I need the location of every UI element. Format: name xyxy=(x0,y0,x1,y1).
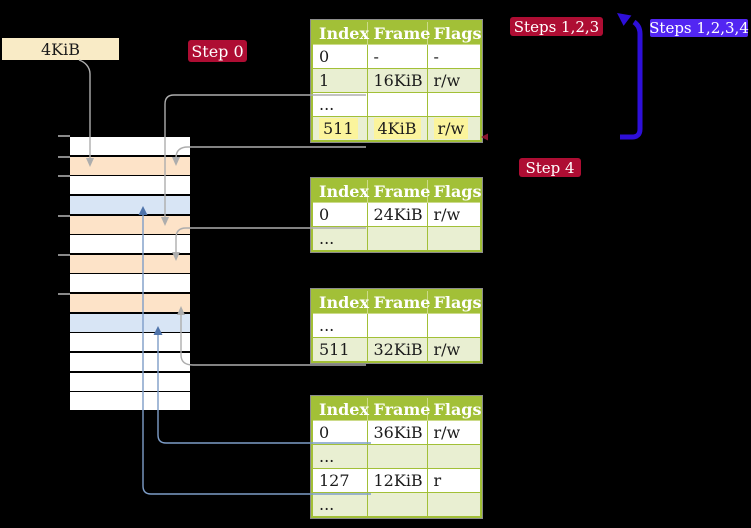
table-cell xyxy=(366,492,428,518)
table-row: ... xyxy=(311,226,482,252)
address-tick xyxy=(58,215,70,217)
column-header-index: Index xyxy=(311,20,369,45)
table-cell: 0 xyxy=(311,202,368,227)
table-cell xyxy=(426,92,482,117)
table-cell: r/w xyxy=(426,116,482,142)
column-header-index: Index xyxy=(311,289,369,314)
address-tick xyxy=(58,254,70,256)
highlighted-value: 511 xyxy=(319,118,358,139)
memory-frame-row-peach xyxy=(70,294,190,312)
table-cell xyxy=(426,313,482,338)
highlighted-value: r/w xyxy=(433,118,469,139)
table-cell: ... xyxy=(311,226,368,252)
table-cell xyxy=(426,444,482,469)
table-cell: r/w xyxy=(426,337,482,363)
table-cell: ... xyxy=(311,492,368,518)
table-cell: ... xyxy=(311,444,368,469)
table-cell: r/w xyxy=(426,420,482,445)
table-row: ... xyxy=(311,92,482,117)
table-cell: - xyxy=(426,44,482,69)
memory-frame-row-peach xyxy=(70,216,190,234)
table-cell: 511 xyxy=(311,116,368,142)
address-tick xyxy=(58,156,70,158)
column-header-flags: Flags xyxy=(426,20,482,45)
steps123-label: Steps 1,2,3 xyxy=(510,17,603,36)
memory-frame-row-peach xyxy=(70,157,190,175)
step4-label: Step 4 xyxy=(519,158,581,177)
frame-size-label: 4KiB xyxy=(2,38,119,60)
column-header-flags: Flags xyxy=(426,396,482,421)
table-cell: 12KiB xyxy=(366,468,428,493)
table-cell xyxy=(366,226,428,252)
step0-label: Step 0 xyxy=(188,40,247,62)
table-cell: r/w xyxy=(426,68,482,93)
table-cell: 16KiB xyxy=(366,68,428,93)
memory-frame-row-white xyxy=(70,137,190,155)
table-cell: 24KiB xyxy=(366,202,428,227)
memory-frame-row-peach xyxy=(70,255,190,273)
table-cell xyxy=(366,313,428,338)
memory-frame-row-blue xyxy=(70,196,190,214)
memory-frame-row-white xyxy=(70,373,190,391)
table-cell: 1 xyxy=(311,68,368,93)
table-cell xyxy=(366,444,428,469)
table-cell: 0 xyxy=(311,420,368,445)
table-row: ... xyxy=(311,444,482,469)
table-cell: ... xyxy=(311,313,368,338)
table-row: 0-- xyxy=(311,44,482,69)
address-tick xyxy=(58,293,70,295)
table-cell: r xyxy=(426,468,482,493)
memory-frame-row-white xyxy=(70,176,190,194)
memory-frame-row-white xyxy=(70,235,190,253)
address-tick xyxy=(58,135,70,137)
table-cell: 0 xyxy=(311,44,368,69)
address-tick xyxy=(58,175,70,177)
table-cell: ... xyxy=(311,92,368,117)
column-header-frame: Frame xyxy=(366,289,430,314)
column-header-frame: Frame xyxy=(366,178,430,203)
table-cell: 4KiB xyxy=(366,116,428,142)
table-row: ... xyxy=(311,313,482,338)
column-header-frame: Frame xyxy=(366,396,430,421)
memory-frame-row-blue xyxy=(70,314,190,332)
table-row: ... xyxy=(311,492,482,518)
column-header-frame: Frame xyxy=(366,20,430,45)
loop-arrowhead-into-entry511 xyxy=(481,133,488,141)
table-cell: 32KiB xyxy=(366,337,428,363)
table-row: 511 4KiB r/w xyxy=(311,116,482,142)
column-header-index: Index xyxy=(311,396,369,421)
memory-frame-row-white xyxy=(70,353,190,371)
table-cell xyxy=(366,92,428,117)
arrow-table1-entry511-recursive xyxy=(172,146,366,166)
memory-frame-row-white xyxy=(70,333,190,351)
column-header-index: Index xyxy=(311,178,369,203)
memory-frame-row-white xyxy=(70,392,190,410)
column-header-flags: Flags xyxy=(426,178,482,203)
memory-address-ticks xyxy=(58,0,70,528)
highlighted-value: 4KiB xyxy=(373,118,421,139)
table-cell xyxy=(426,226,482,252)
table-cell xyxy=(426,492,482,518)
table-cell: - xyxy=(366,44,428,69)
table-cell: r/w xyxy=(426,202,482,227)
recursive-loop-arrow xyxy=(617,13,643,140)
memory-frame-row-white xyxy=(70,274,190,292)
table-cell: 511 xyxy=(311,337,368,363)
column-header-flags: Flags xyxy=(426,289,482,314)
table-cell: 36KiB xyxy=(366,420,428,445)
table-cell: 127 xyxy=(311,468,368,493)
steps1234-label: Steps 1,2,3,4 xyxy=(649,19,749,37)
physical-memory-stack xyxy=(70,137,190,413)
